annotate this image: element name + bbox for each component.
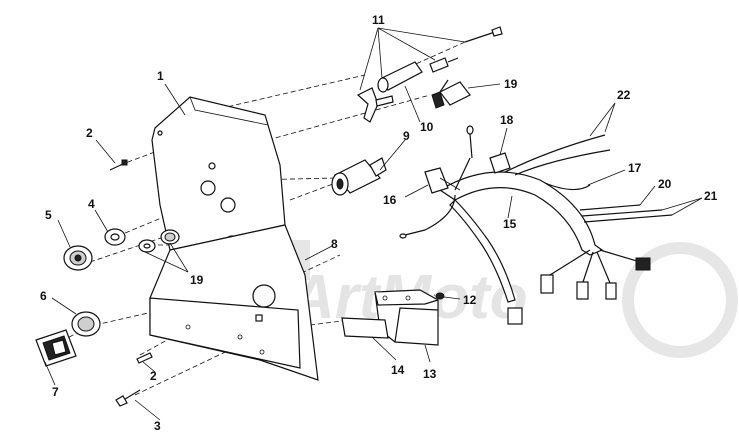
callout-17: 17 <box>628 161 642 175</box>
knurled-nut-6 <box>71 311 101 337</box>
callout-6: 6 <box>40 289 47 303</box>
callout-2-upper: 2 <box>86 126 93 140</box>
bracket-plate <box>151 96 286 251</box>
callout-7: 7 <box>52 385 59 399</box>
light-socket <box>331 157 387 196</box>
key-switch <box>35 329 77 367</box>
callout-11: 11 <box>372 13 385 27</box>
connector-18 <box>489 152 511 174</box>
callout-19-grommets: 19 <box>190 273 204 287</box>
callout-4: 4 <box>88 197 95 211</box>
connector-16 <box>424 167 461 194</box>
callout-21: 21 <box>704 189 718 203</box>
callout-15: 15 <box>503 217 517 231</box>
callout-20: 20 <box>658 177 672 191</box>
switch-assembly <box>356 26 503 123</box>
callout-14: 14 <box>391 363 405 377</box>
callout-5: 5 <box>45 208 52 222</box>
callout-13: 13 <box>423 367 437 381</box>
callouts: 1 2 2 3 4 5 6 7 8 9 10 11 12 13 14 15 16… <box>40 13 718 433</box>
knurled-nut-5 <box>63 245 93 271</box>
plate-14 <box>341 317 389 339</box>
callout-16: 16 <box>383 193 397 207</box>
bolt <box>115 389 141 407</box>
callout-22: 22 <box>617 88 631 102</box>
callout-8: 8 <box>331 237 338 251</box>
callout-3: 3 <box>154 419 161 433</box>
toggle-switch <box>431 79 471 109</box>
callout-19-toggle: 19 <box>504 77 518 91</box>
bracket-13 <box>374 289 439 346</box>
callout-2-lower: 2 <box>150 369 157 383</box>
callout-10: 10 <box>420 120 434 134</box>
callout-18: 18 <box>500 113 514 127</box>
callout-12: 12 <box>463 293 477 307</box>
leader-lines <box>44 27 703 421</box>
callout-9: 9 <box>403 129 410 143</box>
dash-panel <box>149 224 319 381</box>
screw-upper <box>109 159 128 171</box>
washer-4 <box>104 228 126 246</box>
callout-1: 1 <box>157 69 164 83</box>
wiring-harness <box>399 125 673 325</box>
grommets-19 <box>138 229 180 253</box>
screw-lower <box>136 352 153 364</box>
nut-12 <box>435 292 445 300</box>
